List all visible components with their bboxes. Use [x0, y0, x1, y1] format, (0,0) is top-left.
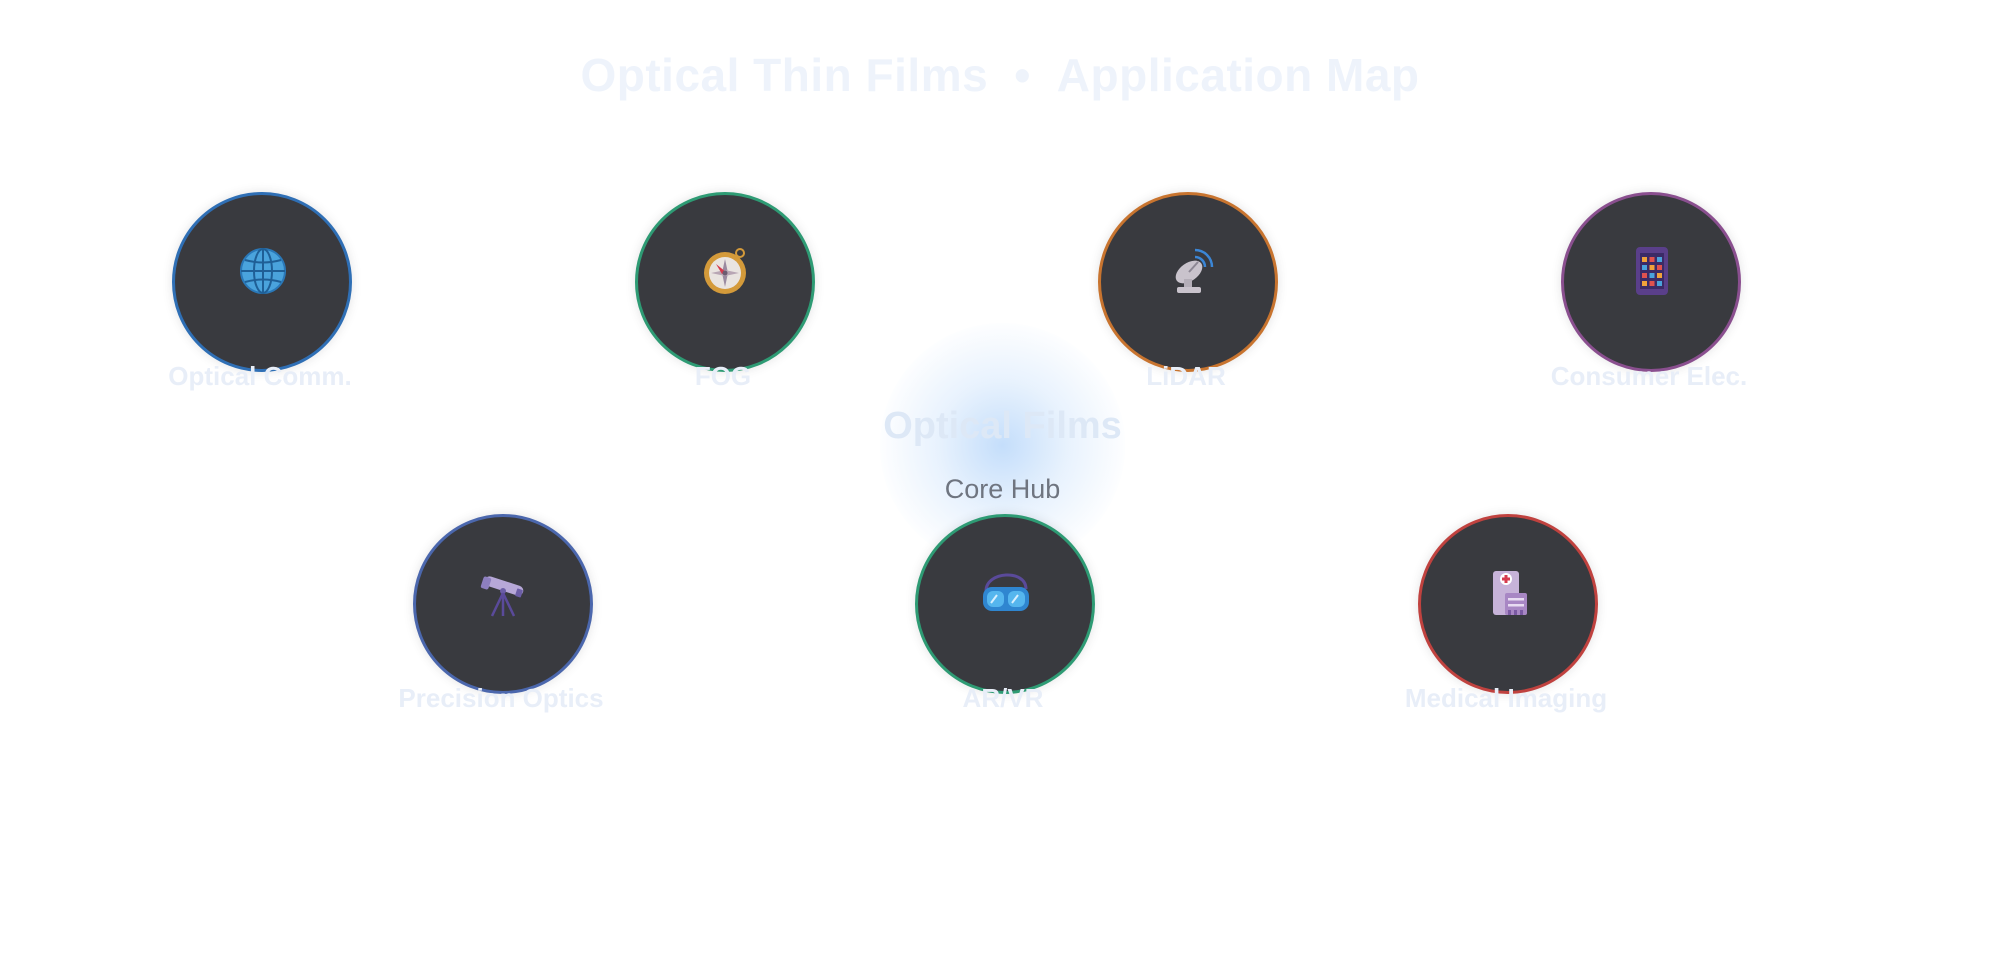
page-title: Optical Thin Films • Application Map [0, 48, 2000, 102]
node-label-lidar: LiDAR [1146, 361, 1226, 391]
node-label-ar-vr: AR/VR [962, 683, 1044, 713]
medical-clipboard-icon [1493, 571, 1527, 615]
hub-subtitle: Core Hub [944, 474, 1061, 504]
globe-icon [240, 248, 286, 294]
node-medical-imaging[interactable] [1418, 514, 1598, 694]
node-label-optical-comm: Optical Comm. [168, 361, 352, 391]
goggles-icon [983, 573, 1029, 611]
node-ar-vr[interactable] [915, 514, 1095, 694]
satellite-dish-icon [1175, 248, 1214, 293]
node-label-consumer-elec: Consumer Elec. [1550, 361, 1748, 391]
node-fog[interactable] [635, 192, 815, 372]
node-lidar[interactable] [1098, 192, 1278, 372]
title-left: Optical Thin Films [580, 49, 989, 101]
telescope-icon [480, 576, 524, 617]
node-label-fog: FOG [694, 361, 752, 391]
title-right: Application Map [1056, 49, 1420, 101]
mobile-phone-icon [1636, 247, 1668, 295]
node-precision-optics[interactable] [413, 514, 593, 694]
compass-icon [704, 248, 746, 294]
node-optical-comm[interactable] [172, 192, 352, 372]
node-consumer-elec[interactable] [1561, 192, 1741, 372]
node-label-precision-optics: Precision Optics [398, 683, 604, 713]
title-separator: • [1014, 49, 1031, 101]
hub-title: Optical Films [883, 405, 1122, 447]
node-label-medical-imaging: Medical Imaging [1404, 683, 1608, 713]
